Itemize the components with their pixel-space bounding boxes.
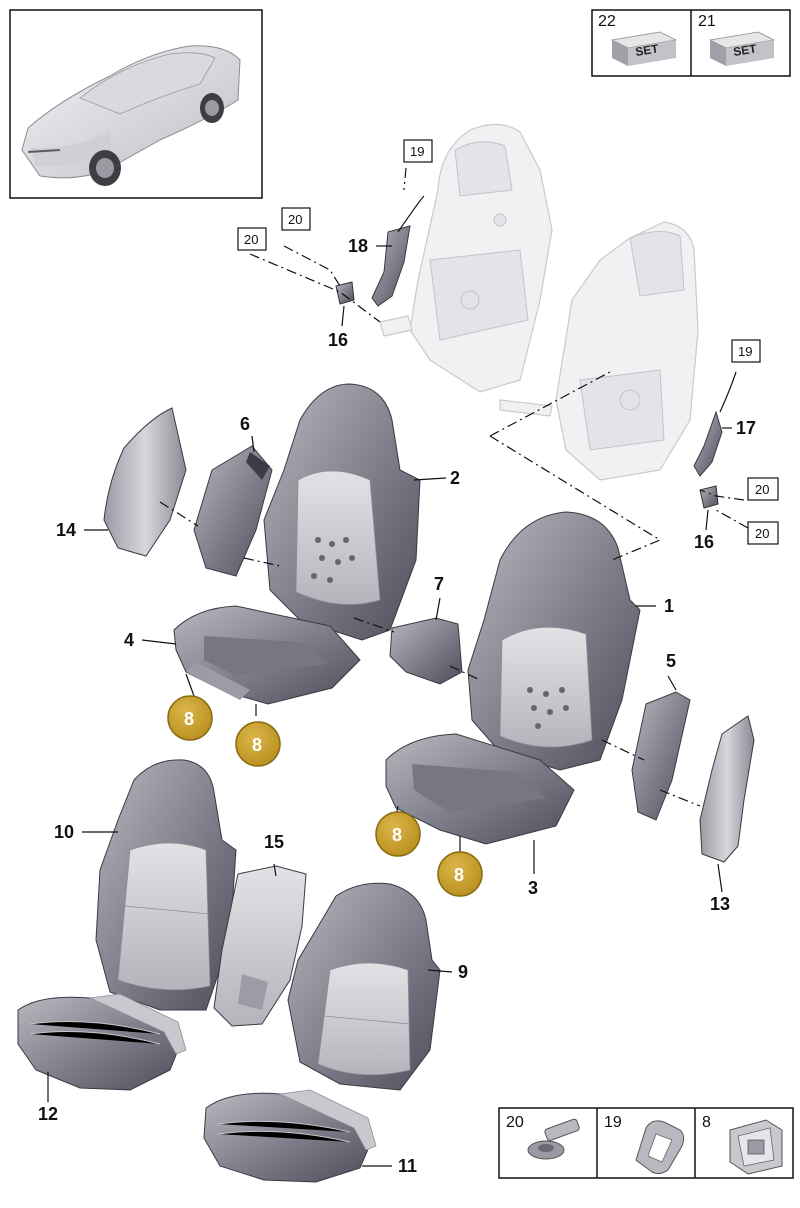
callout-15[interactable]: 15: [264, 832, 284, 852]
badge-clip-8-b[interactable]: 8: [235, 721, 281, 767]
callout-16-lower[interactable]: 16: [694, 532, 714, 552]
side-trim-5[interactable]: [631, 691, 691, 821]
seat-frame-front: [499, 221, 699, 481]
svg-text:8: 8: [252, 735, 262, 755]
set-box-21[interactable]: 21 SET: [698, 13, 776, 66]
svg-text:20: 20: [506, 1114, 524, 1131]
set-label: SET: [732, 41, 758, 59]
boxed-callout-20-d[interactable]: 20: [747, 521, 779, 545]
callout-14[interactable]: 14: [56, 520, 76, 540]
badge-clip-8-c[interactable]: 8: [375, 811, 421, 857]
set-box-number: 21: [698, 13, 716, 30]
boxed-callout-20-c[interactable]: 20: [747, 477, 779, 501]
side-trim-14[interactable]: [103, 407, 187, 557]
set-package-icon: [708, 31, 776, 66]
set-box-group: 22 SET 21 SET: [591, 9, 791, 77]
callout-5[interactable]: 5: [666, 651, 676, 671]
callout-12[interactable]: 12: [38, 1104, 58, 1124]
svg-text:20: 20: [755, 482, 769, 497]
callout-3[interactable]: 3: [528, 878, 538, 898]
legend-item-19[interactable]: 19: [604, 1114, 685, 1175]
callout-11[interactable]: 11: [398, 1156, 417, 1176]
callout-17[interactable]: 17: [736, 418, 756, 438]
pad-7[interactable]: [389, 617, 463, 685]
svg-text:8: 8: [184, 709, 194, 729]
svg-text:20: 20: [244, 232, 258, 247]
set-label: SET: [634, 41, 660, 59]
svg-text:8: 8: [702, 1114, 711, 1131]
seat-cover-12[interactable]: [17, 993, 187, 1091]
side-trim-13[interactable]: [699, 715, 755, 863]
clip-16-upper[interactable]: [335, 281, 355, 305]
seat-cushion-3[interactable]: [385, 733, 575, 845]
vehicle-thumbnail: [9, 9, 263, 199]
side-trim-6[interactable]: [193, 445, 273, 577]
callout-4[interactable]: 4: [124, 630, 134, 650]
hardware-legend: 20 19 8: [498, 1107, 794, 1179]
trim-panel-15[interactable]: [213, 865, 307, 1027]
grommet-icon: [635, 1120, 685, 1175]
assembly-lines: [159, 167, 749, 807]
boxed-callout-19-upper[interactable]: 19: [403, 139, 433, 163]
legend-item-8[interactable]: 8: [702, 1114, 783, 1175]
bracket-18[interactable]: [371, 195, 425, 307]
leader-lines: [47, 245, 732, 1167]
callout-13[interactable]: 13: [710, 894, 730, 914]
legend-item-20[interactable]: 20: [506, 1114, 580, 1160]
boxed-callout-19-lower[interactable]: 19: [731, 339, 761, 363]
seat-vent-holes: [527, 687, 569, 729]
seat-cover-11[interactable]: [203, 1089, 377, 1183]
callout-1[interactable]: 1: [664, 596, 674, 616]
callout-9[interactable]: 9: [458, 962, 468, 982]
clip-16-lower[interactable]: [699, 485, 719, 509]
boxed-callout-20-b[interactable]: 20: [237, 227, 267, 251]
backrest-cover-9[interactable]: [287, 882, 441, 1091]
badge-clip-8-a[interactable]: 8: [167, 695, 213, 741]
callout-16-upper[interactable]: 16: [328, 330, 348, 350]
set-package-icon: [610, 31, 678, 66]
bolt-icon: [527, 1118, 580, 1160]
svg-text:19: 19: [410, 144, 424, 159]
boxed-callouts: 19 19 20 20 20 20: [237, 139, 779, 545]
car-illustration: [21, 45, 241, 186]
seat-vent-holes: [311, 537, 355, 583]
seat-frame-rear: [379, 123, 553, 393]
svg-text:20: 20: [755, 526, 769, 541]
svg-text:20: 20: [288, 212, 302, 227]
callout-18[interactable]: 18: [348, 236, 368, 256]
callout-labels: 2 1 3 4 5 6 7 9 10 11 12 13 14 15 16 16 …: [38, 236, 756, 1176]
set-box-22[interactable]: 22 SET: [598, 13, 678, 66]
clip-icon: [729, 1119, 783, 1175]
backrest-cover-10[interactable]: [95, 759, 237, 1011]
svg-text:8: 8: [392, 825, 402, 845]
boxed-callout-20-a[interactable]: 20: [281, 207, 311, 231]
badge-clip-8-d[interactable]: 8: [437, 851, 483, 897]
seat-backrest-1[interactable]: [467, 511, 641, 771]
callout-10[interactable]: 10: [54, 822, 74, 842]
callout-7[interactable]: 7: [434, 574, 444, 594]
seat-backrest-2[interactable]: [263, 383, 421, 641]
callout-6[interactable]: 6: [240, 414, 250, 434]
set-box-number: 22: [598, 13, 616, 30]
cable-17[interactable]: [693, 371, 737, 477]
callout-2[interactable]: 2: [450, 468, 460, 488]
svg-text:19: 19: [604, 1114, 622, 1131]
svg-text:8: 8: [454, 865, 464, 885]
clip-badges: 8 8 8 8: [167, 695, 483, 897]
seat-cushion-4[interactable]: [173, 605, 361, 705]
svg-text:19: 19: [738, 344, 752, 359]
